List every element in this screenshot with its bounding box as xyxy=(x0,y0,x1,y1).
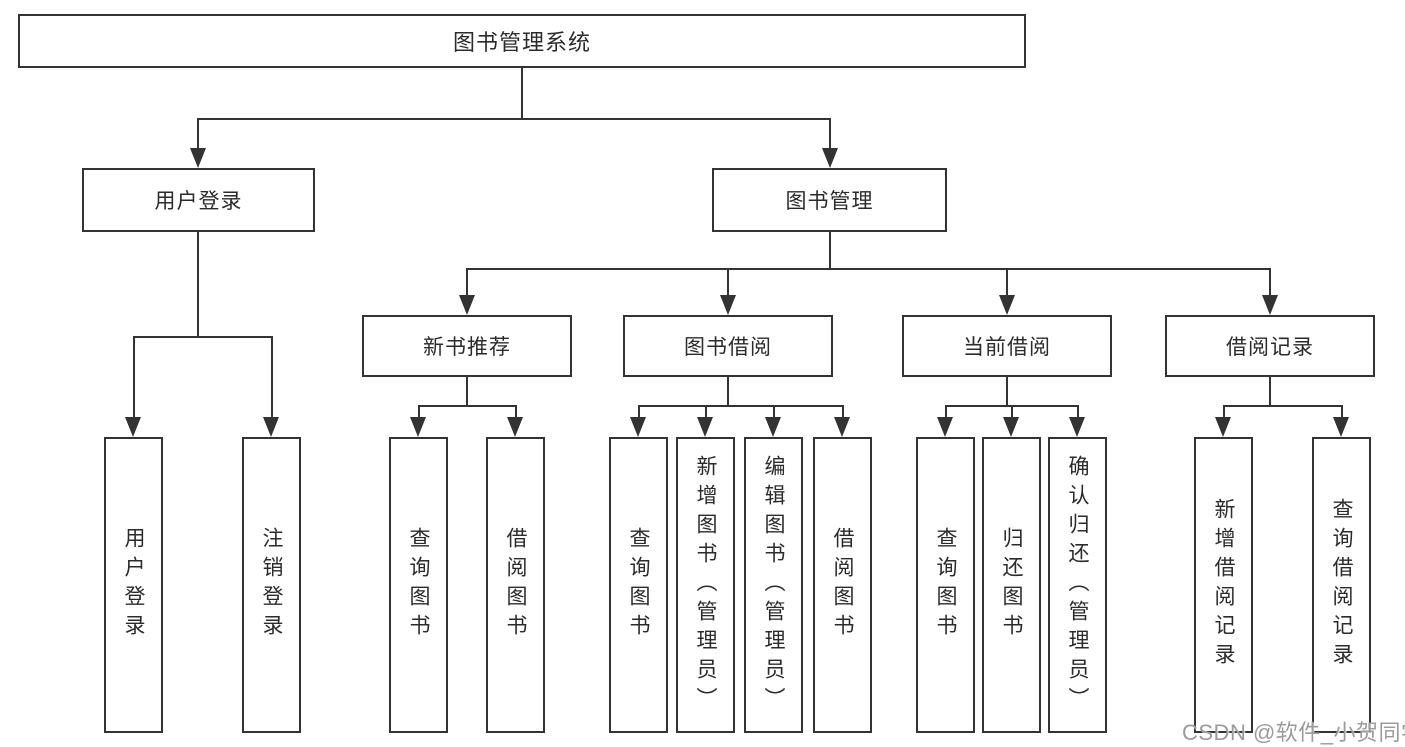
connector-line xyxy=(133,336,135,418)
connector-line xyxy=(418,405,517,407)
node-label: 图书管理系统 xyxy=(452,30,591,55)
arrow-down-icon xyxy=(720,295,736,315)
connector-line xyxy=(1341,405,1343,417)
leaf-edit-books-admin: 编辑图书（管理员） xyxy=(744,437,803,733)
node-label: 图书管理 xyxy=(785,190,874,213)
connector-line xyxy=(727,377,729,405)
arrow-down-icon xyxy=(822,148,838,168)
node-label: 查询图书 xyxy=(934,527,957,643)
connector-line xyxy=(842,405,844,417)
leaf-confirm-return-admin: 确认归还（管理员） xyxy=(1048,437,1107,733)
connector-line xyxy=(1269,377,1271,405)
node-label: 借阅图书 xyxy=(504,527,527,643)
connector-line xyxy=(638,405,640,417)
leaf-add-books-admin: 新增图书（管理员） xyxy=(676,437,735,733)
connector-line xyxy=(1077,405,1079,417)
node-book-management: 图书管理 xyxy=(712,168,947,232)
connector-line xyxy=(271,336,273,418)
leaf-logout: 注销登录 xyxy=(242,437,301,733)
node-label: 新书推荐 xyxy=(423,336,511,359)
connector-line xyxy=(1006,268,1008,295)
node-label: 查询图书 xyxy=(627,527,650,643)
connector-line xyxy=(466,268,468,295)
connector-line xyxy=(1223,405,1343,407)
connector-line xyxy=(466,268,1271,270)
connector-line xyxy=(521,68,523,118)
connector-line xyxy=(829,232,831,268)
connector-line xyxy=(727,268,729,295)
node-label: 归还图书 xyxy=(1000,527,1023,643)
arrow-down-icon xyxy=(125,417,141,437)
arrow-down-icon xyxy=(1262,295,1278,315)
node-label: 图书借阅 xyxy=(684,336,772,359)
connector-line xyxy=(773,405,775,417)
arrow-down-icon xyxy=(190,148,206,168)
arrow-down-icon xyxy=(1333,417,1349,437)
arrow-down-icon xyxy=(630,417,646,437)
leaf-add-borrow-record: 新增借阅记录 xyxy=(1194,437,1253,733)
node-label: 注销登录 xyxy=(260,527,283,643)
connector-line xyxy=(466,377,468,405)
connector-line xyxy=(638,405,844,407)
node-label: 新增图书（管理员） xyxy=(694,454,717,716)
leaf-user-login: 用户登录 xyxy=(104,437,163,733)
leaf-return-books: 归还图书 xyxy=(982,437,1041,733)
leaf-borrow-books: 借阅图书 xyxy=(813,437,872,733)
node-label: 当前借阅 xyxy=(963,336,1051,359)
arrow-down-icon xyxy=(410,417,426,437)
connector-line xyxy=(1223,405,1225,417)
csdn-watermark: CSDN @软件_小贺同学 xyxy=(1182,720,1405,745)
node-new-book-recommend: 新书推荐 xyxy=(362,315,572,377)
arrow-down-icon xyxy=(1215,417,1231,437)
connector-line xyxy=(418,405,420,417)
node-current-borrowing: 当前借阅 xyxy=(902,315,1112,377)
connector-line xyxy=(1006,377,1008,405)
node-label: 用户登录 xyxy=(122,527,145,643)
arrow-down-icon xyxy=(999,295,1015,315)
arrow-down-icon xyxy=(1069,417,1085,437)
connector-line xyxy=(133,336,273,338)
leaf-query-books-borrowing: 查询图书 xyxy=(609,437,668,733)
connector-line xyxy=(197,232,199,336)
connector-line xyxy=(197,118,831,120)
connector-line xyxy=(945,405,947,417)
node-root-book-management-system: 图书管理系统 xyxy=(18,14,1026,68)
leaf-query-books-current: 查询图书 xyxy=(916,437,975,733)
arrow-down-icon xyxy=(1003,417,1019,437)
node-user-login: 用户登录 xyxy=(82,168,315,232)
arrow-down-icon xyxy=(937,417,953,437)
leaf-query-borrow-record: 查询借阅记录 xyxy=(1312,437,1371,733)
node-book-borrowing: 图书借阅 xyxy=(623,315,833,377)
node-label: 编辑图书（管理员） xyxy=(762,454,785,716)
arrow-down-icon xyxy=(834,417,850,437)
node-label: 查询借阅记录 xyxy=(1330,498,1353,672)
leaf-query-books-recommend: 查询图书 xyxy=(389,437,448,733)
connector-line xyxy=(197,118,199,150)
arrow-down-icon xyxy=(263,417,279,437)
node-label: 查询图书 xyxy=(407,527,430,643)
node-borrowing-records: 借阅记录 xyxy=(1165,315,1375,377)
arrow-down-icon xyxy=(697,417,713,437)
connector-line xyxy=(515,405,517,417)
connector-line xyxy=(1011,405,1013,417)
node-label: 用户登录 xyxy=(154,190,243,213)
arrow-down-icon xyxy=(765,417,781,437)
node-label: 新增借阅记录 xyxy=(1212,498,1235,672)
node-label: 借阅图书 xyxy=(831,527,854,643)
arrow-down-icon xyxy=(507,417,523,437)
connector-line xyxy=(1269,268,1271,295)
node-label: 确认归还（管理员） xyxy=(1066,454,1089,716)
arrow-down-icon xyxy=(459,295,475,315)
connector-line xyxy=(829,118,831,150)
connector-line xyxy=(705,405,707,417)
node-label: 借阅记录 xyxy=(1226,336,1314,359)
leaf-borrow-books-recommend: 借阅图书 xyxy=(486,437,545,733)
